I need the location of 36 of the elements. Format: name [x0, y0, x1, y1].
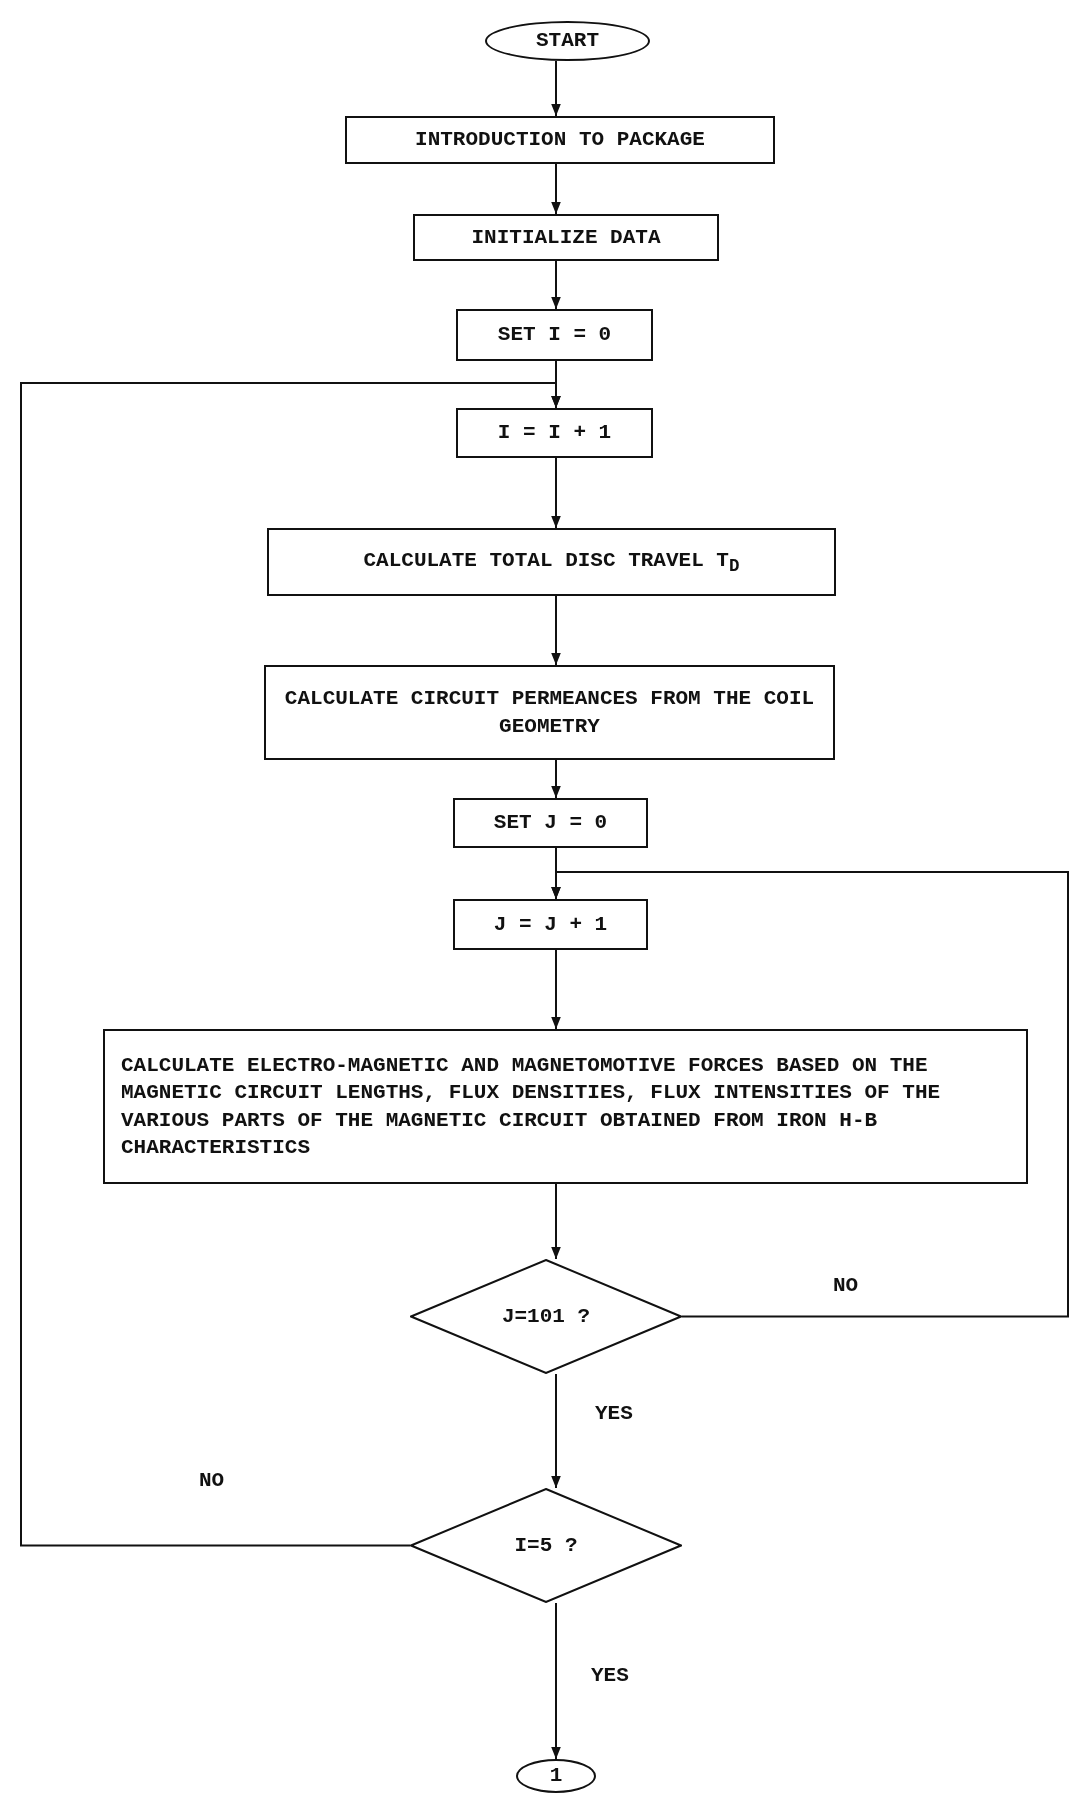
node-text: J=101 ?	[501, 1303, 591, 1330]
arrow	[551, 1602, 561, 1760]
process-box	[456, 309, 653, 361]
decision-diamond	[410, 1488, 682, 1603]
node-text: J = J + 1	[493, 911, 608, 938]
arrow	[551, 949, 561, 1030]
process-box	[453, 899, 648, 950]
node-text: SET I = 0	[497, 322, 612, 349]
arrow	[551, 759, 561, 799]
process-box	[267, 528, 836, 596]
process-box	[456, 408, 653, 458]
process-box	[453, 798, 648, 848]
node-text: CALCULATE CIRCUIT PERMEANCES FROM THE COIL GEOMETRY	[283, 686, 816, 740]
arrow	[551, 457, 561, 529]
arrow	[20, 382, 561, 1547]
decision-diamond	[410, 1259, 682, 1374]
arrow	[551, 260, 561, 310]
arrow	[551, 1373, 561, 1489]
node-text: INTRODUCTION TO PACKAGE	[415, 127, 705, 154]
node-text: CALCULATE TOTAL DISC TRAVEL T$_{D}$	[363, 547, 740, 578]
arrow	[551, 871, 1069, 1318]
arrow	[551, 1183, 561, 1260]
arrow	[551, 595, 561, 666]
process-box	[264, 665, 835, 760]
process-box	[345, 116, 775, 164]
node-text: 1	[549, 1763, 563, 1790]
node-text: INITIALIZE DATA	[471, 224, 661, 251]
node-text: START	[536, 28, 599, 55]
node-text: I=5 ?	[514, 1532, 578, 1559]
node-text: I = I + 1	[497, 420, 612, 447]
arrow	[551, 163, 561, 215]
arrow	[551, 60, 561, 117]
process-box	[103, 1029, 1028, 1184]
node-text: CALCULATE ELECTRO-MAGNETIC AND MAGNETOMOTIVE FORCES BASED ON THE MAGNETIC CIRCUIT LENGTHS, FLUX DENSITIES, FLUX INTENSITIES OF THE VARIOUS PARTS OF THE MAGNETIC CIRCUIT OBTAINED FROM IRON H-B CHARACTERISTICS	[121, 1052, 942, 1161]
process-box	[413, 214, 719, 261]
node-text: SET J = 0	[493, 810, 608, 837]
